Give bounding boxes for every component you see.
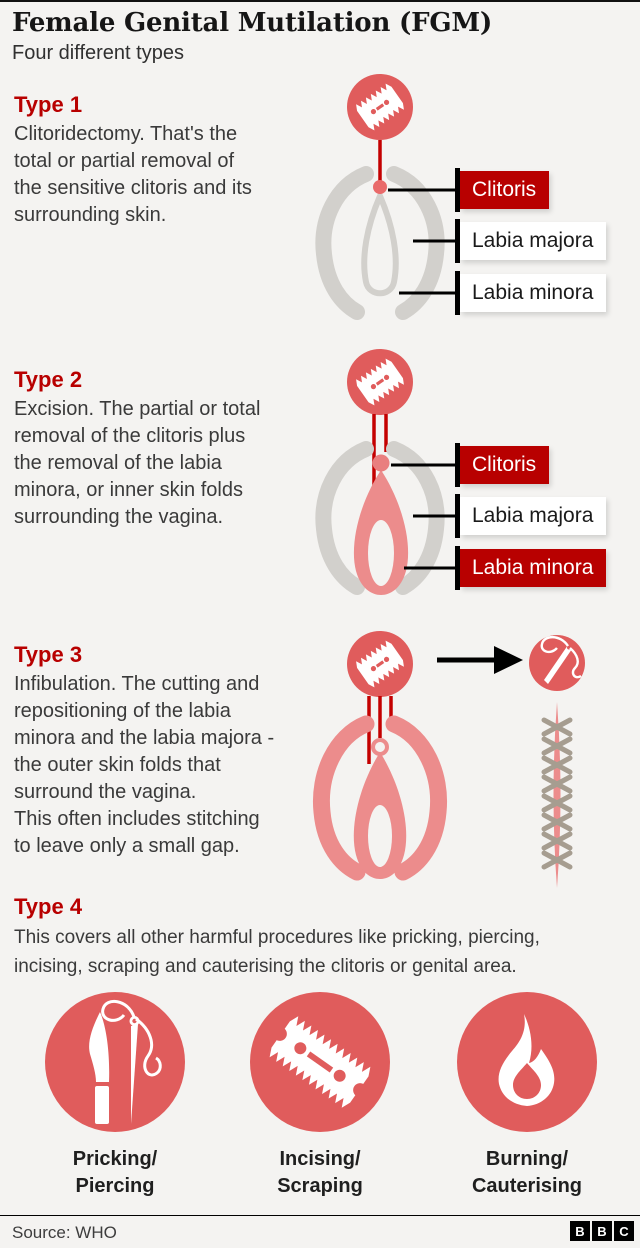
type3-diagram bbox=[312, 631, 585, 888]
labia-majora-right bbox=[386, 166, 445, 320]
labia-majora-left bbox=[315, 166, 374, 320]
arrow-head bbox=[494, 646, 523, 674]
labia-minora-highlighted bbox=[353, 470, 409, 595]
vaginal-opening bbox=[368, 520, 394, 586]
flame-icon bbox=[457, 992, 597, 1132]
type2-description: Excision. The partial or total removal o… bbox=[14, 398, 261, 528]
type4-icons bbox=[45, 992, 597, 1132]
razor-circle bbox=[347, 349, 413, 415]
clitoris-dot bbox=[372, 454, 390, 472]
type1-heading: Type 1 bbox=[14, 92, 83, 117]
razor-blade-icon bbox=[353, 81, 407, 133]
razor-circle bbox=[347, 631, 413, 697]
label-clitoris: Clitoris bbox=[454, 443, 550, 487]
caption-burning-cauterising: Burning/ Cauterising bbox=[471, 1148, 583, 1197]
label-labia-minora: Labia minora bbox=[454, 271, 607, 315]
labia-minora bbox=[353, 752, 407, 879]
footer: Source: WHO B B C bbox=[0, 1215, 640, 1248]
label-labia-majora: Labia majora bbox=[454, 219, 607, 263]
type2-diagram bbox=[315, 349, 459, 595]
label-labia-minora: Labia minora bbox=[454, 546, 607, 590]
knife-and-needle-icon bbox=[45, 992, 185, 1132]
type1-diagram bbox=[315, 74, 459, 320]
labia-minora-outline bbox=[361, 193, 399, 297]
page-subtitle: Four different types bbox=[12, 42, 184, 64]
razor-circle bbox=[347, 74, 413, 140]
clitoris-dot bbox=[373, 180, 387, 194]
clitoris-ring bbox=[371, 738, 389, 756]
label-labia-majora: Labia majora bbox=[454, 494, 607, 538]
type3-heading: Type 3 bbox=[14, 642, 83, 667]
labia-majora-left bbox=[312, 715, 375, 881]
type4-heading: Type 4 bbox=[14, 894, 83, 919]
type3-description: Infibulation. The cutting and reposition… bbox=[14, 673, 275, 857]
caption-incising-scraping: Incising/ Scraping bbox=[277, 1148, 363, 1197]
razor-blade-icon bbox=[353, 638, 407, 690]
needle-and-thread-icon bbox=[529, 635, 585, 691]
label-clitoris: Clitoris bbox=[454, 168, 550, 212]
vaginal-opening bbox=[368, 805, 392, 867]
type4-description: This covers all other harmful procedures… bbox=[14, 927, 540, 977]
bbc-logo-block: C bbox=[614, 1221, 634, 1241]
bbc-logo-block: B bbox=[592, 1221, 612, 1241]
bbc-logo: B B C bbox=[570, 1221, 634, 1241]
razor-blade-icon bbox=[353, 356, 407, 408]
labia-majora-right bbox=[385, 715, 448, 881]
labia-majora-left bbox=[315, 441, 374, 595]
bbc-logo-block: B bbox=[570, 1221, 590, 1241]
page-title: Female Genital Mutilation (FGM) bbox=[12, 8, 493, 38]
caption-pricking-piercing: Pricking/ Piercing bbox=[72, 1148, 158, 1197]
type1-description: Clitoridectomy. That's the total or part… bbox=[14, 123, 252, 226]
stitches-icon bbox=[541, 702, 573, 888]
razor-blade-icon bbox=[250, 992, 390, 1132]
source-credit: Source: WHO bbox=[12, 1223, 117, 1242]
labia-majora-right bbox=[386, 441, 445, 595]
type2-heading: Type 2 bbox=[14, 367, 83, 392]
top-border bbox=[0, 0, 640, 2]
